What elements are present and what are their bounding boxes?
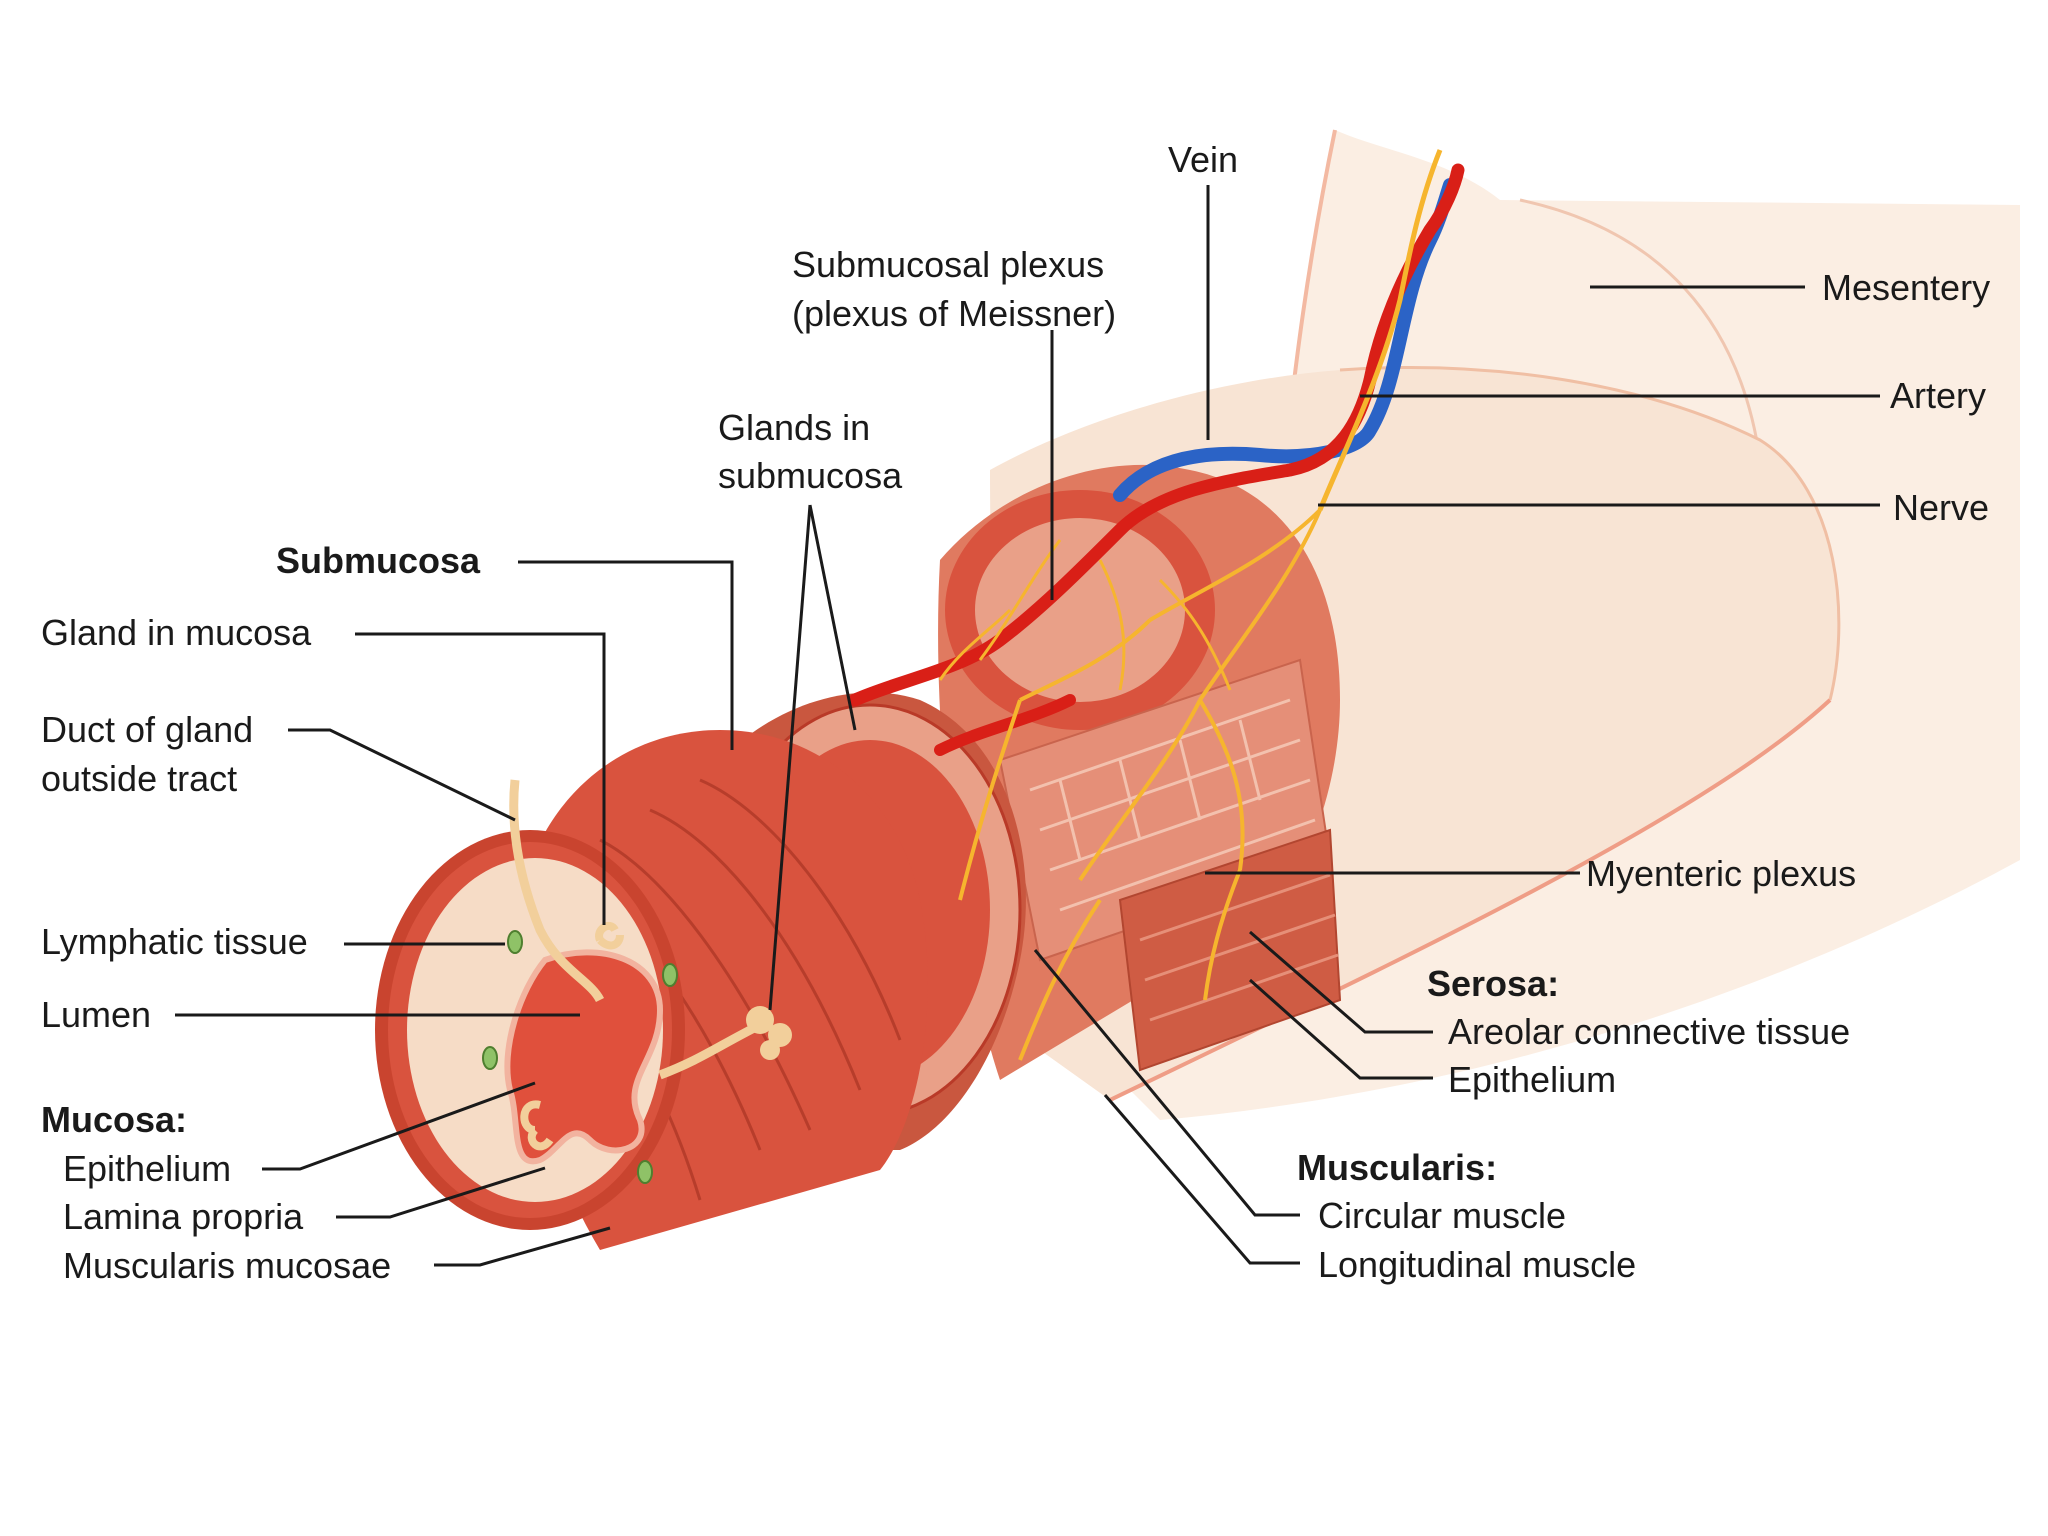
label-duct-of-gland: Duct of gland xyxy=(41,709,253,750)
lymphatic-nodule xyxy=(637,1160,653,1184)
label-areolar-connective-tissue: Areolar connective tissue xyxy=(1448,1011,1850,1052)
label-circular-muscle: Circular muscle xyxy=(1318,1195,1566,1236)
leader-lamina-propria xyxy=(336,1166,546,1219)
label-mesentery: Mesentery xyxy=(1822,267,1990,308)
label-lymphatic-tissue: Lymphatic tissue xyxy=(41,921,308,962)
label-muscularis-mucosae: Muscularis mucosae xyxy=(63,1245,391,1286)
label-muscularis-heading: Muscularis: xyxy=(1297,1147,1497,1188)
label-longitudinal-muscle: Longitudinal muscle xyxy=(1318,1244,1636,1285)
label-lumen: Lumen xyxy=(41,994,151,1035)
label-nerve: Nerve xyxy=(1893,487,1989,528)
leader-mucosa-epithelium xyxy=(262,1081,536,1171)
leader-longitudinal-muscle xyxy=(1103,1094,1300,1265)
label-submucosa: Submucosa xyxy=(276,540,481,581)
nerve-vessel xyxy=(1317,149,1443,511)
labels: Vein Submucosal plexus (plexus of Meissn… xyxy=(41,139,1990,1286)
leader-lines xyxy=(175,185,1880,1267)
leader-duct xyxy=(288,728,516,822)
label-mucosa-epithelium: Epithelium xyxy=(63,1148,231,1189)
leader-circular-muscle xyxy=(1033,949,1300,1217)
vessels xyxy=(848,149,1465,1061)
label-vein: Vein xyxy=(1168,139,1238,180)
leader-submucosa xyxy=(518,560,734,750)
muscularis-cut-section xyxy=(938,464,1342,1080)
label-glands-in-submucosa-sub: submucosa xyxy=(718,455,903,496)
label-mucosa-heading: Mucosa: xyxy=(41,1099,187,1140)
label-serosa-epithelium: Epithelium xyxy=(1448,1059,1616,1100)
leader-areolar xyxy=(1249,930,1433,1034)
label-lamina-propria: Lamina propria xyxy=(63,1196,304,1237)
mucosa-cross-section xyxy=(375,830,685,1230)
label-gland-in-mucosa: Gland in mucosa xyxy=(41,612,312,653)
leader-glands-in-submucosa xyxy=(808,504,857,731)
label-duct-of-gland-sub: outside tract xyxy=(41,758,237,799)
label-submucosal-plexus: Submucosal plexus xyxy=(792,244,1104,285)
label-artery: Artery xyxy=(1890,375,1986,416)
lymphatic-nodule xyxy=(662,963,678,987)
leader-serosa-epithelium xyxy=(1249,978,1433,1080)
label-glands-in-submucosa: Glands in xyxy=(718,407,870,448)
label-serosa-heading: Serosa: xyxy=(1427,963,1559,1004)
label-myenteric-plexus: Myenteric plexus xyxy=(1586,853,1856,894)
label-submucosal-plexus-sub: (plexus of Meissner) xyxy=(792,293,1116,334)
artery-vessel xyxy=(848,163,1465,707)
leader-gland-in-mucosa xyxy=(355,632,606,925)
lymphatic-nodule xyxy=(507,930,523,954)
leader-muscularis-mucosae xyxy=(434,1226,611,1267)
lymphatic-nodule xyxy=(482,1046,498,1070)
